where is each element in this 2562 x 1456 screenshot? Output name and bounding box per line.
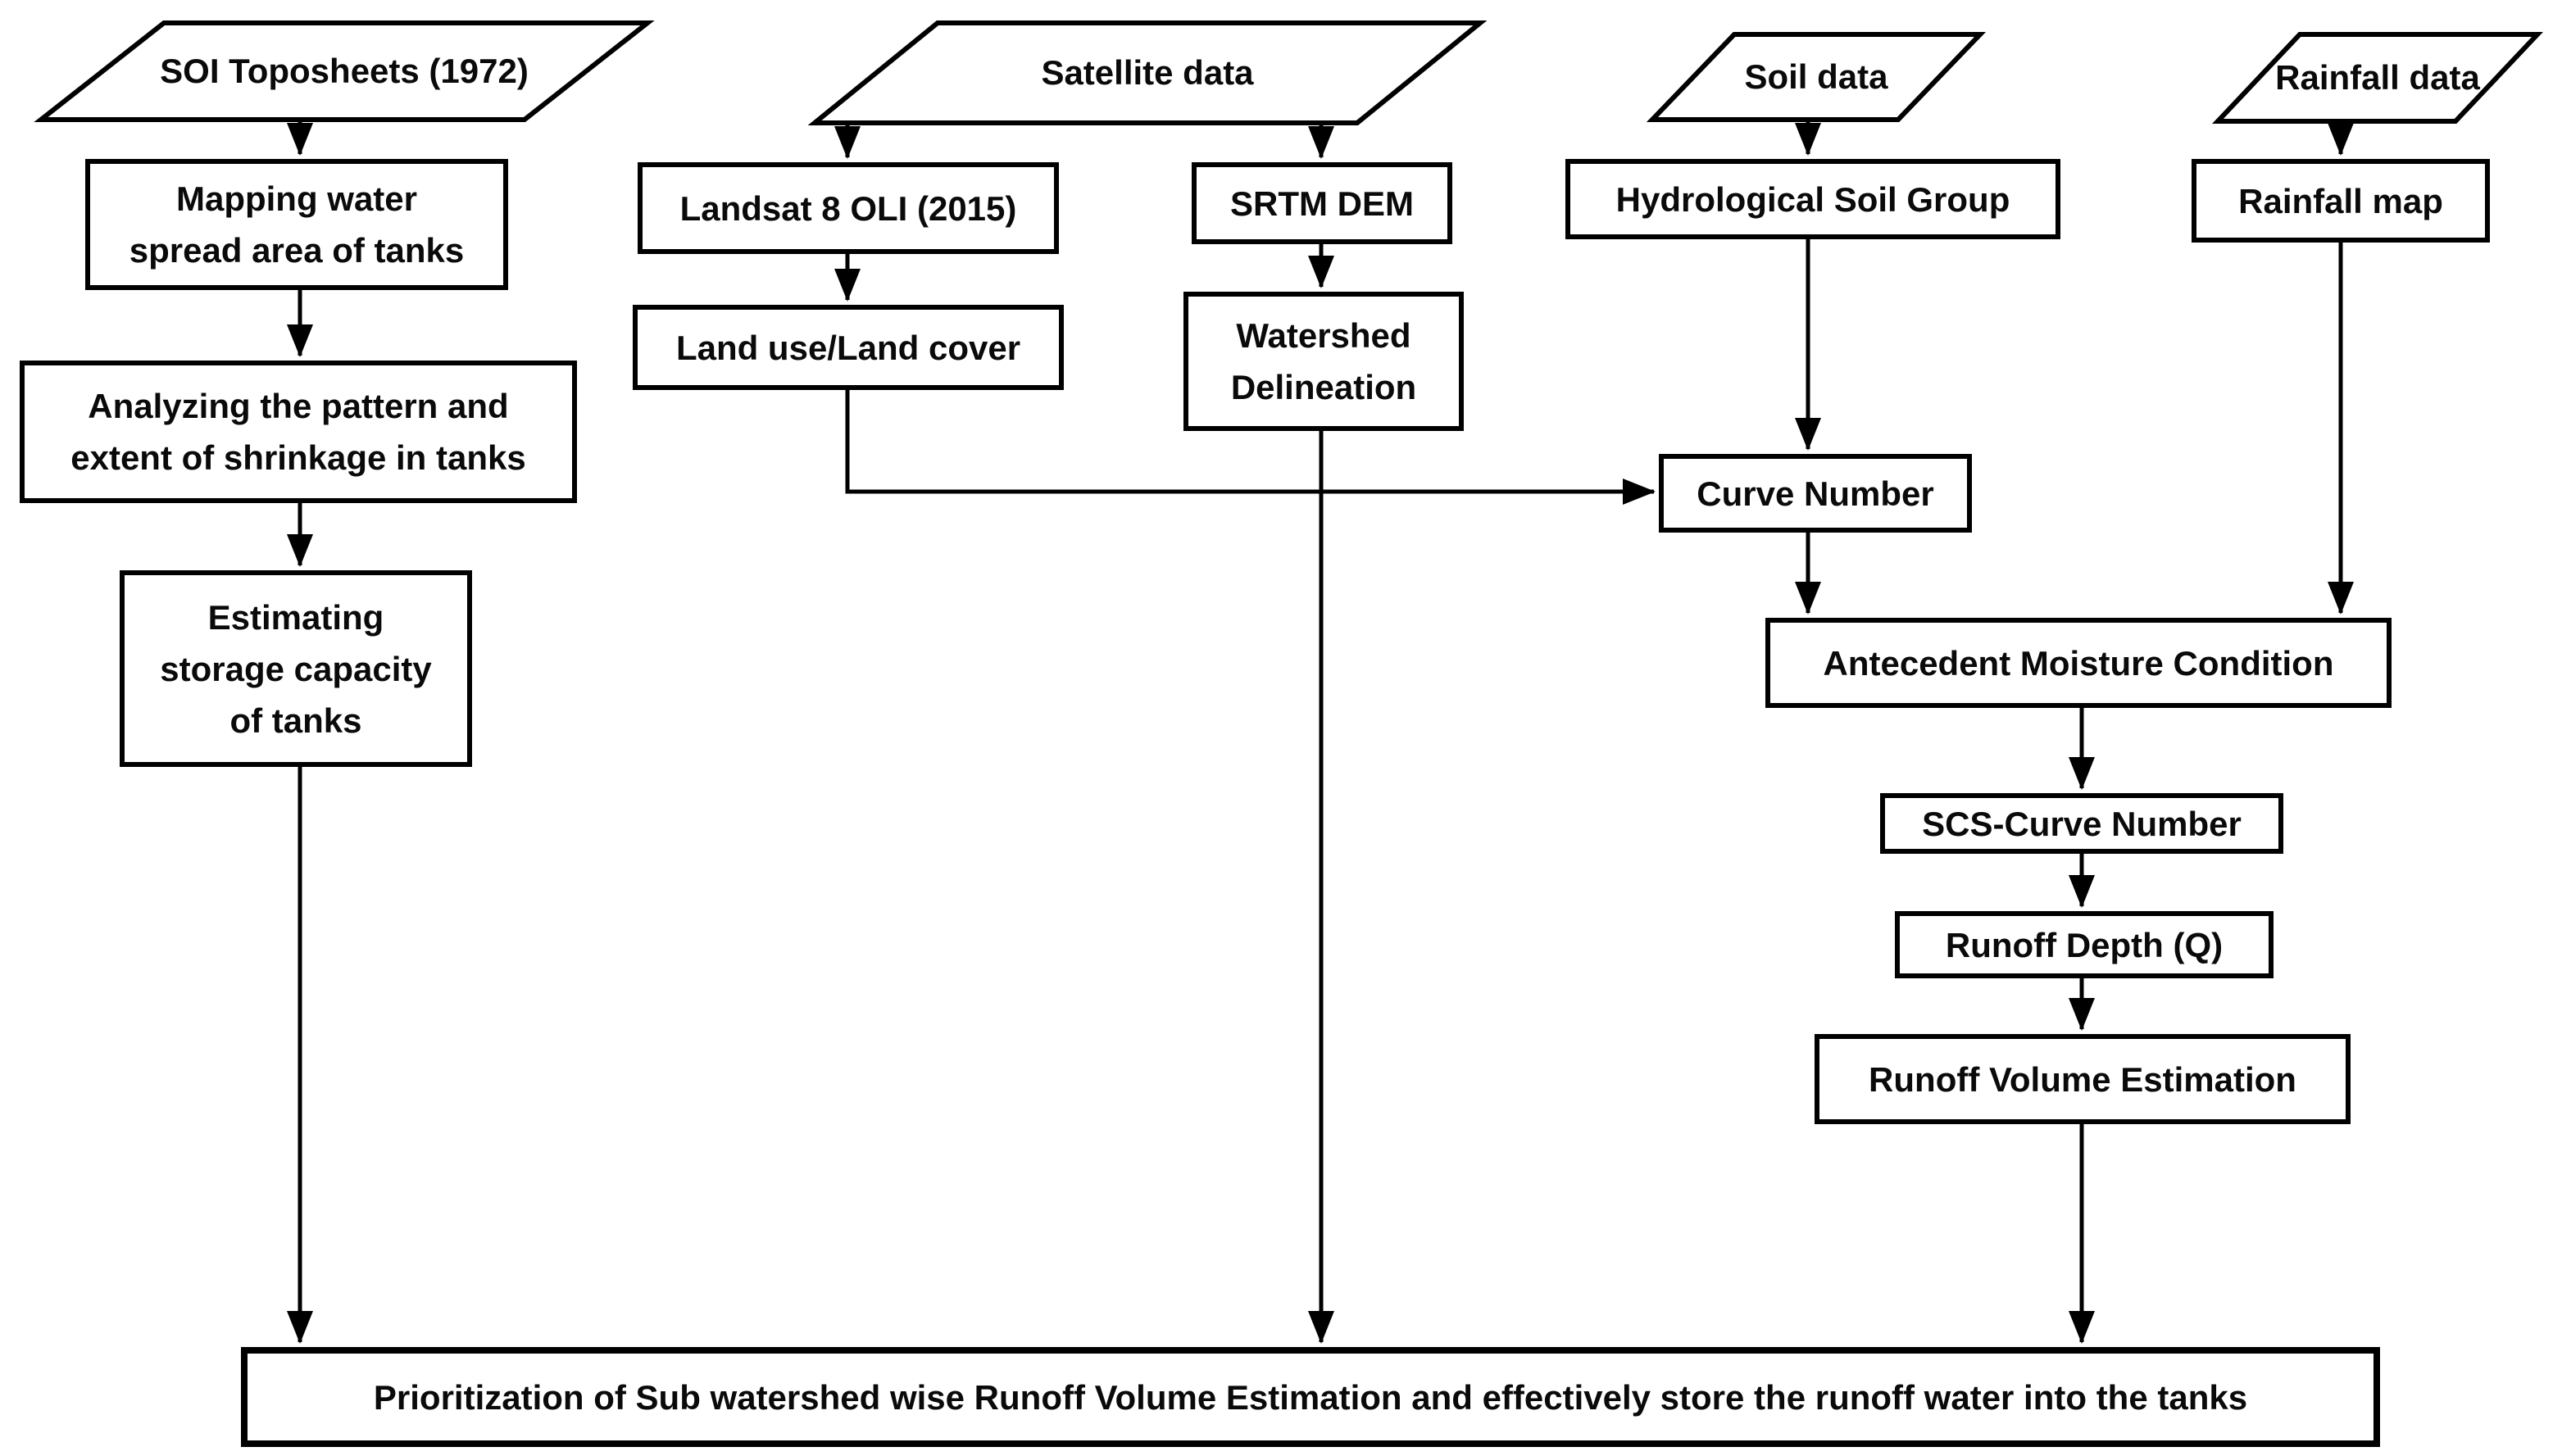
node-rainfall-map: Rainfall map xyxy=(2192,159,2490,243)
node-runoff-volume: Runoff Volume Estimation xyxy=(1815,1034,2351,1124)
edge-landuse-to-curvenumber xyxy=(845,390,1656,505)
node-estimating-storage: Estimating storage capacity of tanks xyxy=(120,570,472,767)
node-soi-toposheets: SOI Toposheets (1972) xyxy=(160,52,529,90)
node-rainfall-data: Rainfall data xyxy=(2275,58,2480,97)
parallelogram-soil-data xyxy=(1646,32,1987,122)
node-antecedent-moisture: Antecedent Moisture Condition xyxy=(1765,618,2392,708)
node-runoff-depth: Runoff Depth (Q) xyxy=(1895,911,2274,978)
node-land-use: Land use/Land cover xyxy=(633,305,1064,390)
node-watershed-delineation: Watershed Delineation xyxy=(1183,292,1464,431)
node-soil-data: Soil data xyxy=(1744,57,1888,96)
node-satellite-data: Satellite data xyxy=(1041,53,1254,92)
node-analyzing-pattern: Analyzing the pattern and extent of shri… xyxy=(20,361,577,503)
parallelogram-satellite-data xyxy=(807,20,1488,125)
node-landsat: Landsat 8 OLI (2015) xyxy=(638,162,1059,254)
parallelogram-rainfall-data xyxy=(2212,32,2543,124)
parallelogram-soi-toposheets xyxy=(34,20,655,122)
node-curve-number: Curve Number xyxy=(1659,454,1972,533)
node-srtm-dem: SRTM DEM xyxy=(1192,162,1452,244)
node-mapping-water: Mapping water spread area of tanks xyxy=(85,159,508,290)
node-scs-curve-number: SCS-Curve Number xyxy=(1880,793,2283,854)
node-prioritization: Prioritization of Sub watershed wise Run… xyxy=(241,1347,2380,1447)
node-hydrological-soil-group: Hydrological Soil Group xyxy=(1565,159,2060,239)
